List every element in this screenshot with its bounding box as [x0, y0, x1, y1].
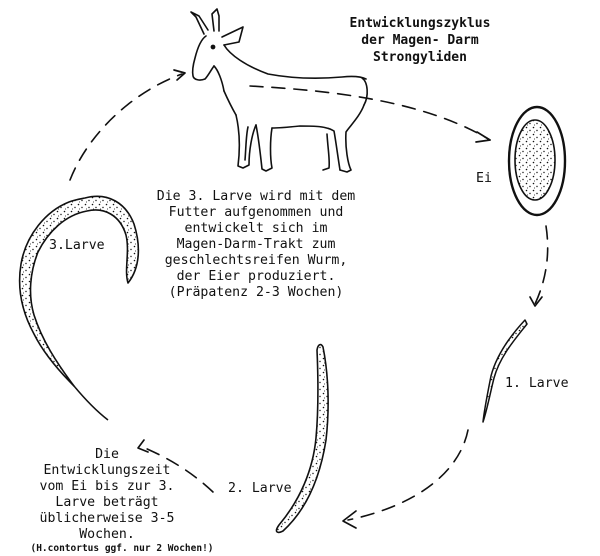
- diagram-title: Entwicklungszyklus der Magen- Darm Stron…: [350, 16, 491, 65]
- host-text-line-7: (Präpatenz 2-3 Wochen): [169, 285, 344, 300]
- title-line-2: der Magen- Darm: [361, 33, 479, 48]
- arrow-larva-2-to-larva-3: [144, 447, 214, 493]
- host-description: Die 3. Larve wird mit dem Futter aufgeno…: [157, 189, 356, 300]
- host-text-line-2: Futter aufgenommen und: [169, 205, 344, 220]
- duration-note: (H.contortus ggf. nur 2 Wochen!): [30, 543, 213, 554]
- duration-line-5: üblicherweise 3-5: [40, 511, 175, 526]
- arrow-larva-1-to-larva-2: [347, 429, 469, 521]
- stage-label-larva-1: 1. Larve: [505, 376, 569, 391]
- duration-line-1: Die: [95, 447, 119, 462]
- larva-2-drawing: [275, 343, 329, 534]
- duration-line-2: Entwicklungszeit: [43, 463, 170, 478]
- arrow-egg-to-larva-1: [534, 225, 549, 305]
- host-text-line-1: Die 3. Larve wird mit dem: [157, 189, 356, 204]
- host-text-line-6: der Eier produziert.: [177, 269, 336, 284]
- arrowhead-goat: [173, 69, 186, 81]
- host-text-line-3: entwickelt sich im: [185, 221, 328, 236]
- goat-host-drawing: [190, 8, 368, 173]
- stage-label-larva-3: 3.Larve: [49, 238, 105, 253]
- cycle-arrows: [69, 73, 549, 521]
- host-text-line-4: Magen-Darm-Trakt zum: [177, 237, 336, 252]
- egg-drawing: [507, 105, 567, 217]
- larva-3-tail: [73, 385, 109, 421]
- host-text-line-5: geschlechtsreifen Wurm,: [165, 253, 348, 268]
- duration-line-4: Larve beträgt: [55, 495, 158, 510]
- title-line-1: Entwicklungszyklus: [350, 16, 491, 31]
- arrow-larva-3-to-goat: [69, 73, 183, 181]
- stage-label-larva-2: 2. Larve: [228, 481, 292, 496]
- larva-1-drawing: [482, 319, 528, 423]
- arrow-goat-to-egg: [249, 85, 491, 141]
- arrowhead-larva-1: [529, 296, 543, 307]
- arrowhead-egg: [475, 131, 491, 143]
- title-line-3: Strongyliden: [373, 50, 467, 65]
- arrowhead-larva-3: [137, 439, 149, 453]
- arrowhead-larva-2: [342, 510, 357, 529]
- duration-line-6: Wochen.: [79, 527, 135, 542]
- larva-3-drawing: [18, 195, 140, 387]
- stage-label-egg: Ei: [476, 171, 492, 186]
- arrowheads: [137, 69, 543, 529]
- duration-description: Die Entwicklungszeit vom Ei bis zur 3. L…: [40, 447, 175, 542]
- duration-line-3: vom Ei bis zur 3.: [40, 479, 175, 494]
